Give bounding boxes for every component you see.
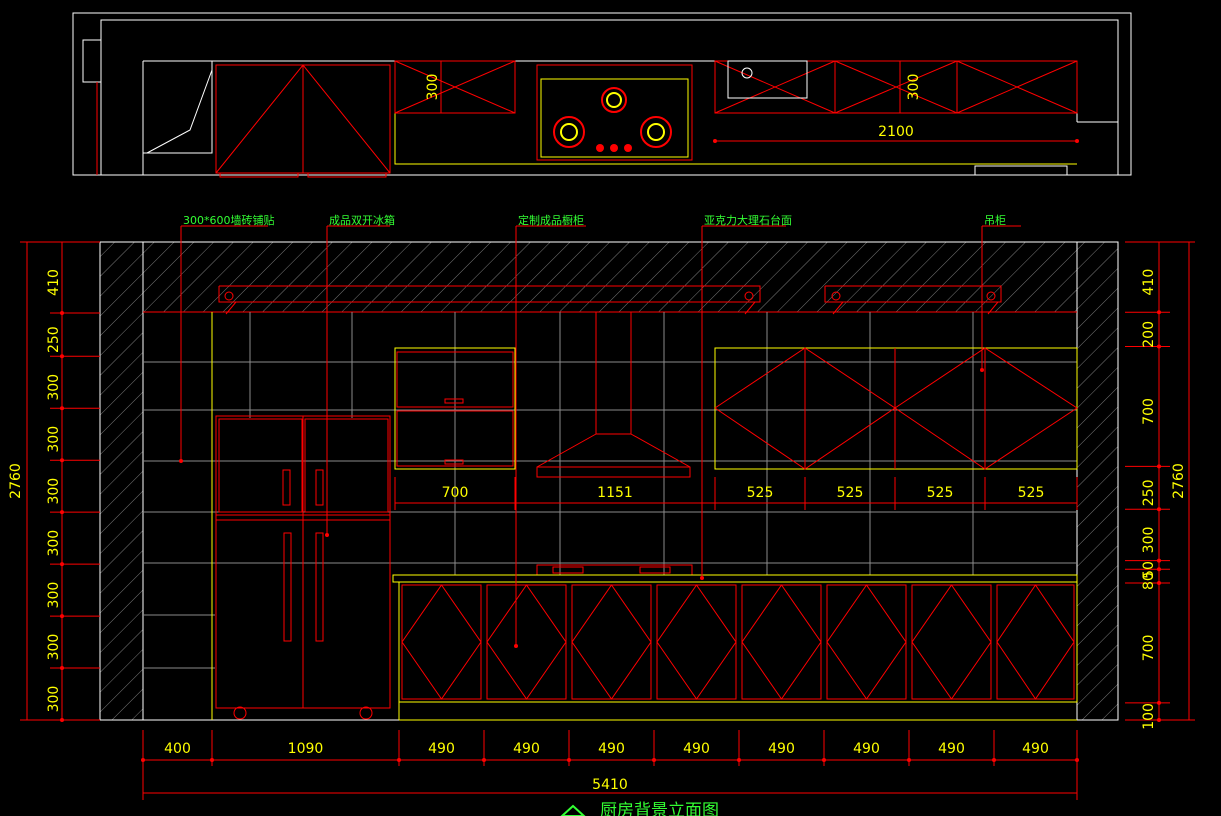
bottom-dim-label: 490 xyxy=(1022,741,1049,757)
base-cabinets xyxy=(398,581,1078,721)
upper-dim-6: 525 xyxy=(1018,485,1045,501)
label-fridge: 成品双开冰箱 xyxy=(329,213,395,227)
right-dims-label: 80 xyxy=(1141,572,1157,590)
right-dims-label: 50 xyxy=(1141,561,1157,579)
right-dims-label: 300 xyxy=(1141,527,1157,554)
left-dims-label: 300 xyxy=(46,478,62,505)
plan-view: 300 300 2100 xyxy=(72,12,1132,178)
left-dims-label: 410 xyxy=(46,269,62,296)
label-countertop: 亚克力大理石台面 xyxy=(704,213,792,227)
bottom-dimensions: 400 1090 490 490 490 490 490 490 490 490 5410 xyxy=(141,730,1079,800)
bottom-dim-label: 490 xyxy=(938,741,965,757)
right-total-dim: 2760 xyxy=(1171,463,1187,499)
bottom-dim-label: 490 xyxy=(428,741,455,757)
title-text: 厨房背景立面图 xyxy=(600,801,719,816)
label-cabinet: 定制成品橱柜 xyxy=(518,213,584,227)
base-cabinet-door xyxy=(486,584,567,700)
wall-cabinet-right xyxy=(714,347,1078,470)
base-cabinet-door xyxy=(656,584,737,700)
base-cabinet-door xyxy=(996,584,1075,700)
left-dims-label: 300 xyxy=(46,374,62,401)
wall-cabinet-left xyxy=(394,347,516,470)
right-dims-label: 700 xyxy=(1141,398,1157,425)
base-cabinet-door xyxy=(401,584,482,700)
base-cabinet-door xyxy=(911,584,992,700)
bottom-dim-label: 490 xyxy=(768,741,795,757)
left-dims-label: 300 xyxy=(46,634,62,661)
upper-dim-2: 1151 xyxy=(597,485,633,501)
plan-dim-run: 2100 xyxy=(878,124,914,140)
range-hood xyxy=(536,312,691,478)
left-dims-label: 300 xyxy=(46,686,62,713)
upper-dim-3: 525 xyxy=(747,485,774,501)
right-dims-label: 200 xyxy=(1141,321,1157,348)
upper-dim-5: 525 xyxy=(927,485,954,501)
base-cabinet-door xyxy=(826,584,907,700)
right-dims-label: 700 xyxy=(1141,635,1157,662)
bottom-dim-label: 490 xyxy=(513,741,540,757)
left-dims-label: 300 xyxy=(46,426,62,453)
bottom-dim-label: 490 xyxy=(598,741,625,757)
bottom-dim-label: 490 xyxy=(853,741,880,757)
elevation-view: 700 1151 525 525 525 525 300*600墙砖铺贴 成品双… xyxy=(8,213,1195,816)
right-dims-label: 410 xyxy=(1141,269,1157,296)
right-dims-label: 250 xyxy=(1141,479,1157,506)
annotations: 300*600墙砖铺贴 成品双开冰箱 定制成品橱柜 亚克力大理石台面 吊柜 xyxy=(179,213,1021,648)
left-dims-label: 300 xyxy=(46,530,62,557)
drawing-title: 厨房背景立面图 xyxy=(560,801,719,816)
total-width-dim: 5410 xyxy=(592,777,628,793)
plan-dim-left: 300 xyxy=(425,74,441,101)
upper-dim-4: 525 xyxy=(837,485,864,501)
label-wall-cabinet: 吊柜 xyxy=(984,214,1006,227)
tile-grid xyxy=(143,312,1077,720)
bottom-dim-label: 400 xyxy=(164,741,191,757)
left-total-dim: 2760 xyxy=(8,463,24,499)
left-dims-label: 300 xyxy=(46,582,62,609)
plan-dim-right: 300 xyxy=(906,74,922,101)
bottom-dim-label: 490 xyxy=(683,741,710,757)
fridge xyxy=(215,415,391,720)
label-tiles: 300*600墙砖铺贴 xyxy=(183,213,275,227)
left-dims-label: 250 xyxy=(46,326,62,353)
upper-dim-1: 700 xyxy=(442,485,469,501)
bottom-dim-label: 1090 xyxy=(288,741,324,757)
base-cabinet-door xyxy=(741,584,822,700)
base-cabinet-door xyxy=(571,584,652,700)
right-dims-label: 100 xyxy=(1141,703,1157,730)
left-dimensions: 2760 410 250 300 300 300 300 300 300 300 xyxy=(8,241,100,722)
burner-icon xyxy=(553,87,672,152)
